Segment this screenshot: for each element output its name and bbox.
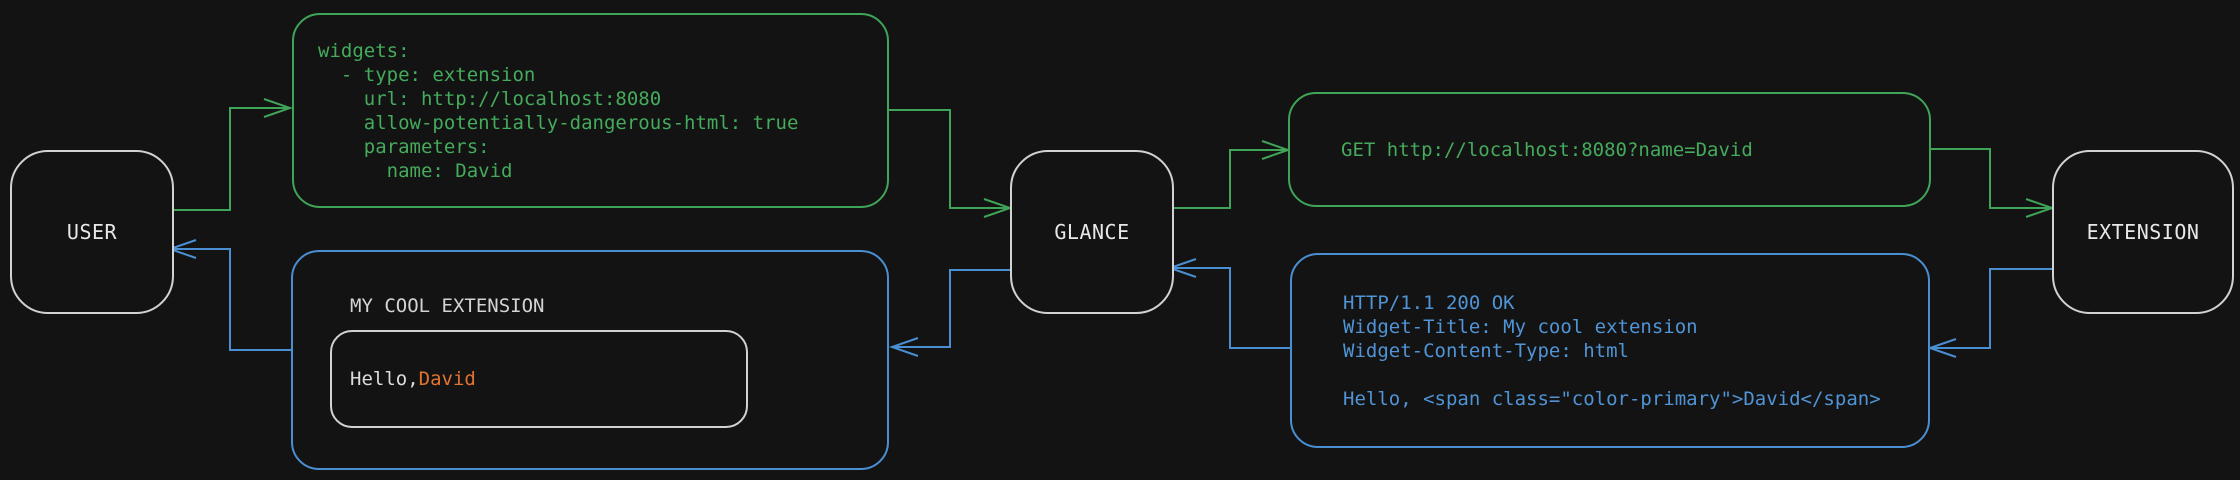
node-user: USER — [10, 150, 174, 314]
wire-getrequest-to-extension — [1931, 148, 2056, 218]
wire-preview-to-user — [166, 239, 291, 351]
widgets-yaml-config-text: widgets: - type: extension url: http://l… — [318, 39, 799, 182]
wire-glance-to-getrequest — [1170, 140, 1292, 209]
hello-name-text: David — [418, 368, 476, 390]
widgets-yaml-config-box: widgets: - type: extension url: http://l… — [292, 13, 889, 208]
node-glance-label: GLANCE — [1054, 220, 1130, 244]
http-response-box: HTTP/1.1 200 OK Widget-Title: My cool ex… — [1290, 253, 1930, 448]
wire-config-to-glance — [889, 109, 1014, 218]
widget-preview-box: MY COOL EXTENSION Hello, David — [291, 250, 889, 470]
get-request-box: GET http://localhost:8080?name=David — [1288, 92, 1931, 207]
get-request-text: GET http://localhost:8080?name=David — [1341, 138, 1753, 161]
http-response-text: HTTP/1.1 200 OK Widget-Title: My cool ex… — [1343, 291, 1881, 410]
widget-preview-title: MY COOL EXTENSION — [350, 295, 545, 317]
wire-glance-to-preview — [888, 269, 1010, 357]
wire-user-to-config — [170, 98, 294, 211]
node-user-label: USER — [66, 220, 118, 244]
widget-preview-rendered-box: Hello, David — [330, 330, 748, 428]
node-extension: EXTENSION — [2052, 150, 2234, 314]
wire-response-to-glance — [1166, 258, 1290, 349]
hello-prefix-text: Hello, — [350, 368, 419, 390]
node-extension-label: EXTENSION — [2086, 220, 2200, 244]
node-glance: GLANCE — [1010, 150, 1174, 314]
wire-extension-to-response — [1926, 268, 2052, 358]
